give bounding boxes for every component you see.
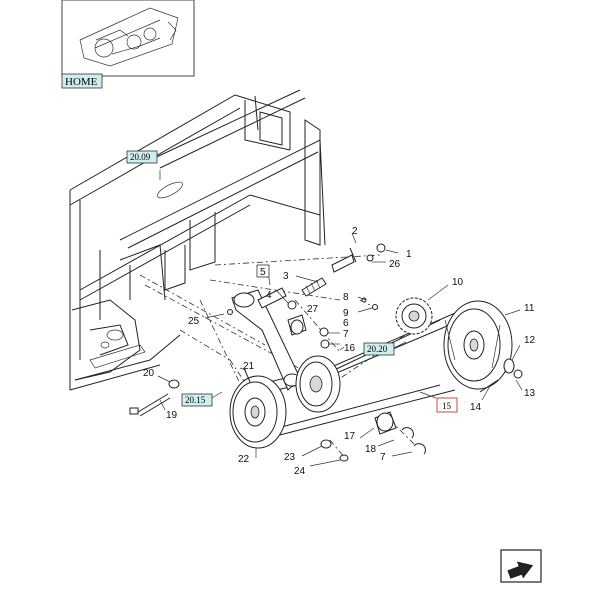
idler-pulley: [295, 355, 341, 413]
callout: 27: [307, 304, 319, 315]
callout: 18: [365, 444, 377, 455]
ref-link-label: 15: [442, 401, 452, 411]
callout: 8: [343, 292, 349, 303]
thumbnail-overview[interactable]: [61, 0, 195, 77]
callout: 20: [143, 368, 155, 379]
callout: 22: [238, 454, 250, 465]
ref-link-label: 20.09: [130, 152, 151, 162]
callout: 10: [452, 277, 464, 288]
ref-link-label: 20.20: [367, 344, 388, 354]
callout: 21: [243, 361, 255, 372]
next-page-arrow-icon[interactable]: [500, 549, 542, 583]
callout: 7: [380, 452, 386, 463]
home-button-label: HOME: [65, 76, 98, 88]
callout: 25: [188, 316, 200, 327]
callout: 26: [389, 259, 401, 270]
ref-link-15[interactable]: 15: [436, 397, 458, 413]
callout: 3: [283, 271, 289, 282]
callout: 1: [406, 249, 412, 260]
callout: 5: [260, 267, 266, 278]
callout: 24: [294, 466, 306, 477]
drive-pulley: [229, 375, 287, 449]
callout: 19: [166, 410, 178, 421]
large-pulley: [443, 300, 513, 390]
callout: 9: [343, 308, 349, 319]
callout: 16: [344, 343, 356, 354]
callout: 11: [524, 303, 535, 314]
callout: 12: [524, 335, 536, 346]
ref-link-20-09[interactable]: 20.09: [126, 150, 158, 164]
callout: 13: [524, 388, 536, 399]
home-button[interactable]: HOME: [61, 73, 103, 89]
sprocket: [395, 297, 433, 335]
spring-and-bolt: [301, 243, 386, 297]
callout: 14: [470, 402, 482, 413]
callout: 2: [352, 226, 358, 237]
callout: 17: [344, 431, 356, 442]
ref-link-20-15[interactable]: 20.15: [181, 393, 213, 407]
hardware-items: [129, 297, 523, 462]
callout: 4: [266, 290, 272, 301]
callout: 6: [343, 318, 349, 329]
callout-labels: 1 2 3 4 5 6 7 8 9 10 11 12 13 14 16 17 1…: [143, 226, 536, 477]
callout: 7: [343, 329, 349, 340]
ref-link-20-20[interactable]: 20.20: [363, 342, 395, 356]
ref-link-label: 20.15: [185, 395, 206, 405]
callout-box-5: [256, 264, 270, 278]
callout: 23: [284, 452, 296, 463]
header-frame: [69, 89, 326, 391]
